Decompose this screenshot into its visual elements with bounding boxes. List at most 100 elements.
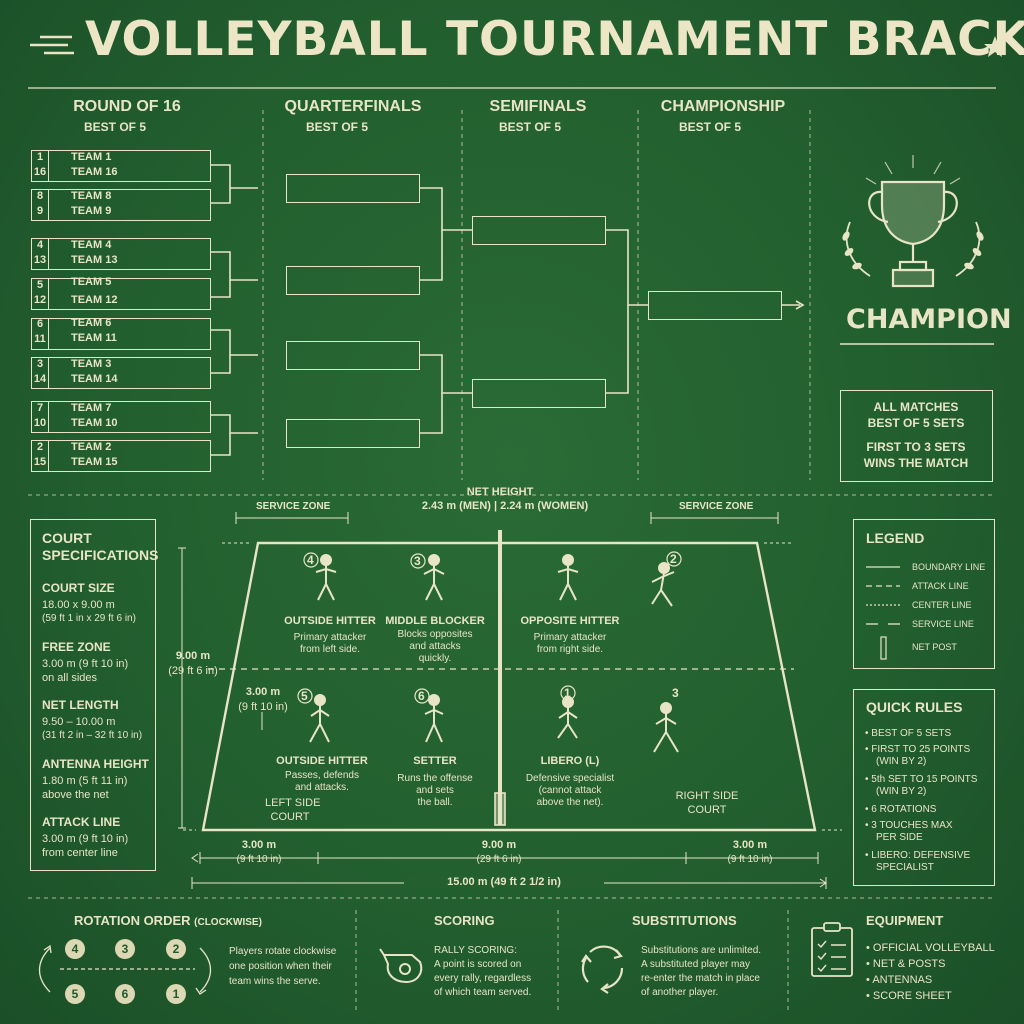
round-format-r16: BEST OF 5 xyxy=(83,120,146,134)
rule-text: LIBERO: DEFENSIVE xyxy=(871,850,971,861)
service-zone-right: SERVICE ZONE xyxy=(679,501,754,512)
position-desc: Primary attacker xyxy=(293,632,367,643)
note-line: BEST OF 5 SETS xyxy=(867,416,965,430)
player-figure-icon xyxy=(423,554,445,601)
seed: 7 xyxy=(36,402,44,414)
spec-value: 3.00 m (9 ft 10 in) xyxy=(42,833,129,845)
position-number: 3 xyxy=(414,554,421,568)
right-side-court: COURT xyxy=(687,804,727,816)
substitutions-line: A substituted player may xyxy=(641,959,750,970)
spec-value: on all sides xyxy=(42,672,98,684)
rule-text: SPECIALIST xyxy=(876,862,934,873)
rotation-position: 3 xyxy=(115,939,135,959)
dim-left: 3.00 m xyxy=(241,839,277,851)
dim-left-ft: (9 ft 10 in) xyxy=(236,854,282,865)
note-line: WINS THE MATCH xyxy=(863,456,969,470)
equipment-heading: EQUIPMENT xyxy=(866,913,944,928)
position-desc: and attacks. xyxy=(295,782,349,793)
sf-slot[interactable] xyxy=(472,216,606,245)
rotation-line: one position when their xyxy=(229,961,332,972)
legend-item: ATTACK LINE xyxy=(912,581,969,591)
substitutions-line: Substitutions are unlimited. xyxy=(641,945,762,956)
whistle-icon xyxy=(379,948,423,984)
legend-panel: LEGEND BOUNDARY LINE ATTACK LINE CENTER … xyxy=(853,519,995,669)
seed: 13 xyxy=(33,254,47,266)
qf-connectors xyxy=(420,187,472,434)
seed: 6 xyxy=(36,318,44,330)
substitutions-line: re-enter the match in place xyxy=(641,973,760,984)
scoring-line: of which team served. xyxy=(434,987,532,998)
seed: 2 xyxy=(36,441,44,453)
spec-label: ATTACK LINE xyxy=(42,815,121,829)
court-depth: 9.00 m xyxy=(175,650,211,662)
equipment-item: • ANTENNAS xyxy=(866,974,933,986)
seed: 16 xyxy=(33,166,47,178)
seed: 15 xyxy=(33,456,47,468)
position-number: 6 xyxy=(418,689,425,703)
spec-value: (59 ft 1 in x 29 ft 6 in) xyxy=(42,613,136,624)
legend-item: NET POST xyxy=(912,642,957,652)
position-desc: Defensive specialist xyxy=(525,773,615,784)
seed: 12 xyxy=(33,294,47,306)
dim-right-ft: (9 ft 10 in) xyxy=(727,854,773,865)
rule-item: • 5th SET TO 15 POINTS xyxy=(865,774,978,785)
rotation-heading: ROTATION ORDER (CLOCKWISE) xyxy=(74,913,262,928)
qf-slot[interactable] xyxy=(286,266,420,295)
seed: 5 xyxy=(36,279,44,291)
legend-item: CENTER LINE xyxy=(912,600,972,610)
sf-slot[interactable] xyxy=(472,379,606,408)
final-slot[interactable] xyxy=(648,291,782,320)
team-name: TEAM 13 xyxy=(71,254,118,266)
position-number: 2 xyxy=(670,552,677,566)
team-name: TEAM 11 xyxy=(71,332,117,344)
rotation-heading-note: (CLOCKWISE) xyxy=(194,917,262,928)
round-format-sf: BEST OF 5 xyxy=(498,120,561,134)
rule-item: • 6 ROTATIONS xyxy=(865,804,937,815)
spec-value: above the net xyxy=(42,789,109,801)
position-name: SETTER xyxy=(413,755,457,767)
rotation-position: 5 xyxy=(65,984,85,1004)
qf-slot[interactable] xyxy=(286,174,420,203)
scoring-line: A point is scored on xyxy=(434,959,522,970)
position-number: 4 xyxy=(307,553,314,567)
position-desc: Primary attacker xyxy=(533,632,607,643)
team-name: TEAM 4 xyxy=(71,239,112,251)
rule-text: BEST OF 5 SETS xyxy=(871,728,952,739)
panel-heading: QUICK RULES xyxy=(866,699,963,715)
right-side-label: RIGHT SIDE xyxy=(675,790,739,802)
spec-label: COURT SIZE xyxy=(42,581,115,595)
player-figure-icon xyxy=(557,554,579,601)
qf-slot[interactable] xyxy=(286,419,420,448)
position-desc: (cannot attack xyxy=(538,785,602,796)
sf-connectors xyxy=(606,229,805,394)
round-heading-qf: QUARTERFINALS xyxy=(284,98,422,115)
rule-text: 5th SET TO 15 POINTS xyxy=(871,774,978,785)
rotation-arrows xyxy=(38,944,212,995)
player-figure-icon xyxy=(424,694,444,743)
spec-label: ANTENNA HEIGHT xyxy=(42,757,149,771)
seed: 1 xyxy=(36,151,44,163)
team-name: TEAM 9 xyxy=(71,205,112,217)
rule-text: 3 TOUCHES MAX xyxy=(871,820,953,831)
position-desc: Passes, defends xyxy=(285,770,359,781)
position-name: OUTSIDE HITTER xyxy=(284,615,376,627)
seed: 8 xyxy=(36,190,44,202)
round-heading-final: CHAMPIONSHIP xyxy=(660,98,786,115)
player-figure-icon xyxy=(315,554,337,601)
champion-label: CHAMPION xyxy=(846,304,1012,335)
qf-slot[interactable] xyxy=(286,341,420,370)
r16-connectors xyxy=(210,164,258,456)
team-name: TEAM 8 xyxy=(71,190,112,202)
rule-item: • 3 TOUCHES MAX xyxy=(865,820,953,831)
rule-text: (WIN BY 2) xyxy=(876,756,927,767)
panel-heading: COURT xyxy=(42,530,92,546)
rule-item: • FIRST TO 25 POINTS xyxy=(865,744,971,755)
scoring-heading: SCORING xyxy=(434,913,495,928)
laurel-icon xyxy=(842,221,984,277)
spec-value: from center line xyxy=(42,847,118,859)
rotation-position: 4 xyxy=(65,939,85,959)
trophy-icon xyxy=(865,155,961,288)
player-figure-icon xyxy=(653,702,679,753)
attack-distance-ft: (9 ft 10 in) xyxy=(238,701,288,713)
